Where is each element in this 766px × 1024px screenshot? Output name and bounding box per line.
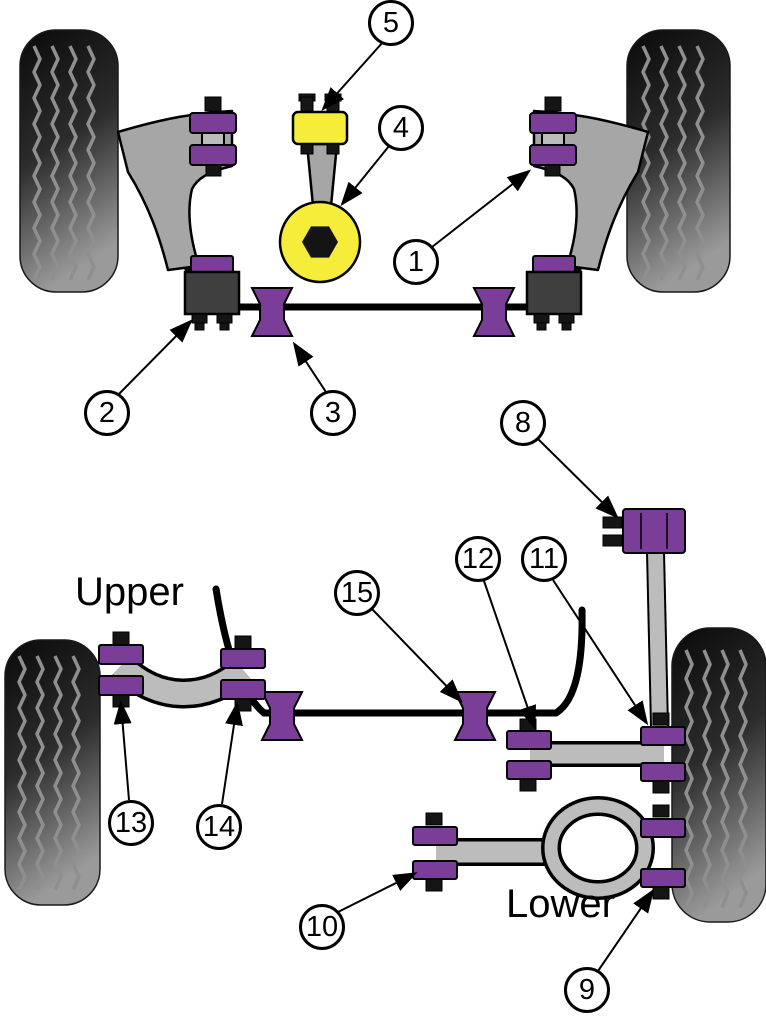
arrow-9: [597, 888, 655, 972]
callout-10: 10: [299, 904, 345, 950]
rear-right-tire: [671, 627, 766, 923]
arrow-4: [340, 145, 390, 207]
callout-8: 8: [500, 400, 546, 446]
arrow-12: [483, 580, 536, 730]
callout-15: 15: [334, 570, 380, 616]
arrow-10: [337, 872, 418, 913]
arrow-11: [552, 579, 649, 726]
rear-anti-roll-bar: [212, 585, 586, 717]
rear-arb-spool-left: [260, 691, 304, 741]
arrow-1: [431, 169, 532, 248]
mount-nut: [302, 226, 338, 258]
arrow-2: [116, 319, 193, 397]
callout-9: 9: [564, 967, 610, 1013]
callout-1: 1: [393, 239, 439, 285]
drop-link: [645, 551, 670, 728]
upper-arm-bushing-right: [220, 635, 266, 712]
upper-arm-bushing-left: [98, 631, 144, 708]
callout-4: 4: [378, 105, 424, 151]
front-right-tire: [626, 29, 731, 293]
arb-clamp: [183, 255, 241, 331]
callout-13: 13: [108, 800, 154, 846]
tie-bar-bushing-right: [640, 712, 686, 794]
link-bushing-block: [602, 508, 686, 554]
arrow-13: [113, 700, 132, 801]
mount-bracket: [291, 110, 349, 146]
engine-mount-assembly: [278, 93, 362, 284]
callout-arrows: [113, 41, 655, 972]
front-left-assembly: [116, 96, 294, 337]
arrow-5: [321, 41, 384, 111]
rear-left-tire: [4, 639, 101, 906]
label-lower: Lower: [506, 882, 615, 926]
callout-2: 2: [84, 390, 130, 436]
control-arm-bushing-stack: [189, 96, 237, 177]
label-upper: Upper: [75, 570, 184, 614]
rear-arb-spool-right: [453, 691, 497, 741]
front-right-assembly: [472, 95, 650, 338]
lower-arm-bushing-left: [412, 812, 458, 892]
callout-3: 3: [310, 390, 356, 436]
front-left-tire: [19, 29, 119, 293]
arb-spool-bushing: [250, 287, 294, 337]
callout-12: 12: [455, 536, 501, 582]
callout-11: 11: [521, 536, 567, 582]
arrow-3: [292, 341, 327, 393]
lower-arm: [436, 796, 655, 900]
callout-5: 5: [368, 0, 414, 46]
arrow-14: [221, 701, 243, 805]
arrow-8: [536, 437, 619, 519]
arrow-15: [370, 607, 463, 703]
callout-14: 14: [196, 804, 242, 850]
lower-arm-bushing-right: [640, 804, 686, 900]
